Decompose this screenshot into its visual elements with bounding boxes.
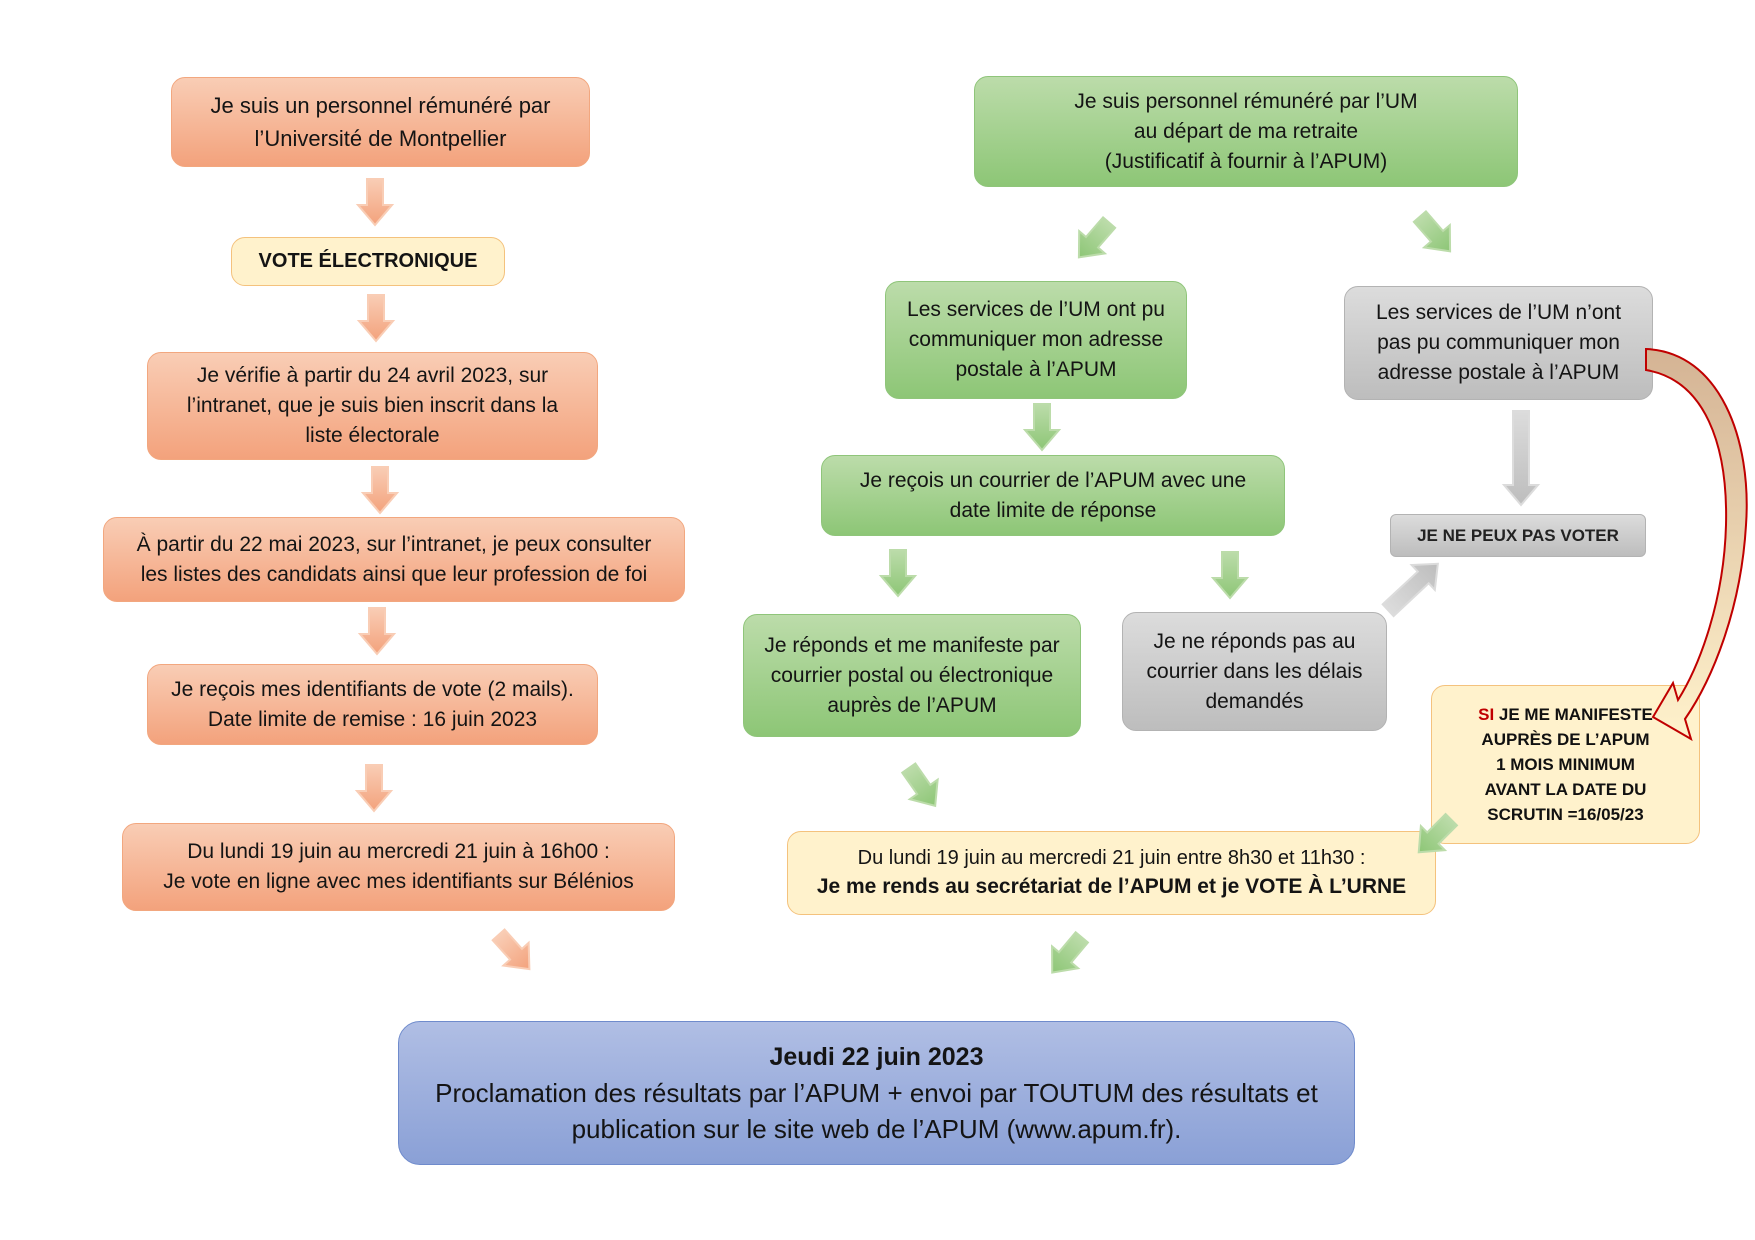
vote-mode-label: VOTE ÉLECTRONIQUE xyxy=(258,250,478,272)
online-vote-text: Du lundi 19 juin au mercredi 21 juin à 1… xyxy=(163,840,634,893)
vote-mode-box: VOTE ÉLECTRONIQUE xyxy=(231,237,505,286)
ballot-box-dates: Du lundi 19 juin au mercredi 21 juin ent… xyxy=(857,847,1366,869)
arrow-check-to-candidates-icon xyxy=(360,466,400,515)
address-unknown-box: Les services de l’UM n’ont pas pu commun… xyxy=(1344,286,1653,400)
condition-text: SI JE ME MANIFESTE AUPRÈS DE L’APUM 1 MO… xyxy=(1478,702,1653,827)
condition-box: SI JE ME MANIFESTE AUPRÈS DE L’APUM 1 MO… xyxy=(1431,685,1700,844)
right-start-box: Je suis personnel rémunéré par l’UM au d… xyxy=(974,76,1518,187)
letter-received-box: Je reçois un courrier de l’APUM avec une… xyxy=(821,455,1285,536)
arrow-start-to-address-unknown-icon xyxy=(1412,209,1452,253)
arrow-letter-to-reply-icon xyxy=(878,549,918,598)
arrow-credentials-to-online-vote-icon xyxy=(354,764,394,813)
arrow-reply-to-ballot-box-icon xyxy=(900,762,939,808)
results-date: Jeudi 22 juin 2023 xyxy=(769,1043,984,1071)
condition-prefix: SI xyxy=(1478,705,1495,724)
online-vote-box: Du lundi 19 juin au mercredi 21 juin à 1… xyxy=(122,823,675,911)
arrow-letter-to-no-reply-icon xyxy=(1210,551,1250,600)
arrow-candidates-to-credentials-icon xyxy=(357,607,397,656)
arrow-no-reply-to-cannot-vote-icon xyxy=(1381,562,1439,618)
left-start-text: Je suis un personnel rémunéré par l’Univ… xyxy=(210,93,551,151)
address-known-text: Les services de l’UM ont pu communiquer … xyxy=(907,298,1165,381)
reply-box: Je réponds et me manifeste par courrier … xyxy=(743,614,1081,737)
candidates-list-box: À partir du 22 mai 2023, sur l’intranet,… xyxy=(103,517,685,602)
curved-arrow-address-unknown-to-condition-icon xyxy=(1645,347,1748,742)
arrow-address-known-to-letter-icon xyxy=(1022,403,1062,452)
cannot-vote-box: JE NE PEUX PAS VOTER xyxy=(1390,514,1646,557)
results-box: Jeudi 22 juin 2023 Proclamation des résu… xyxy=(398,1021,1355,1165)
arrow-online-vote-to-results-icon xyxy=(491,928,531,971)
electoral-list-check-text: Je vérifie à partir du 24 avril 2023, su… xyxy=(186,364,559,447)
left-start-box: Je suis un personnel rémunéré par l’Univ… xyxy=(171,77,590,167)
credentials-box: Je reçois mes identifiants de vote (2 ma… xyxy=(147,664,598,745)
address-known-box: Les services de l’UM ont pu communiquer … xyxy=(885,281,1187,399)
arrow-mode-to-check-icon xyxy=(356,294,396,343)
credentials-text: Je reçois mes identifiants de vote (2 ma… xyxy=(171,677,574,731)
arrow-ballot-box-to-results-icon xyxy=(1051,930,1090,974)
no-reply-text: Je ne réponds pas au courrier dans les d… xyxy=(1146,629,1363,713)
arrow-address-unknown-to-cannot-vote-icon xyxy=(1501,410,1541,507)
ballot-box-vote-box: Du lundi 19 juin au mercredi 21 juin ent… xyxy=(787,831,1436,915)
cannot-vote-label: JE NE PEUX PAS VOTER xyxy=(1417,525,1619,545)
reply-text: Je réponds et me manifeste par courrier … xyxy=(764,633,1060,717)
no-reply-box: Je ne réponds pas au courrier dans les d… xyxy=(1122,612,1387,731)
arrow-start-to-address-known-icon xyxy=(1077,215,1117,259)
right-start-text: Je suis personnel rémunéré par l’UM au d… xyxy=(1074,89,1418,173)
arrow-start-to-mode-icon xyxy=(355,178,395,227)
ballot-box-action: Je me rends au secrétariat de l’APUM et … xyxy=(816,875,1407,898)
candidates-list-text: À partir du 22 mai 2023, sur l’intranet,… xyxy=(136,532,652,586)
letter-received-text: Je reçois un courrier de l’APUM avec une… xyxy=(859,468,1247,522)
electoral-list-check-box: Je vérifie à partir du 24 avril 2023, su… xyxy=(147,352,598,460)
address-unknown-text: Les services de l’UM n’ont pas pu commun… xyxy=(1375,301,1622,384)
condition-body: JE ME MANIFESTE AUPRÈS DE L’APUM 1 MOIS … xyxy=(1481,705,1653,824)
results-text: Proclamation des résultats par l’APUM + … xyxy=(435,1078,1318,1144)
